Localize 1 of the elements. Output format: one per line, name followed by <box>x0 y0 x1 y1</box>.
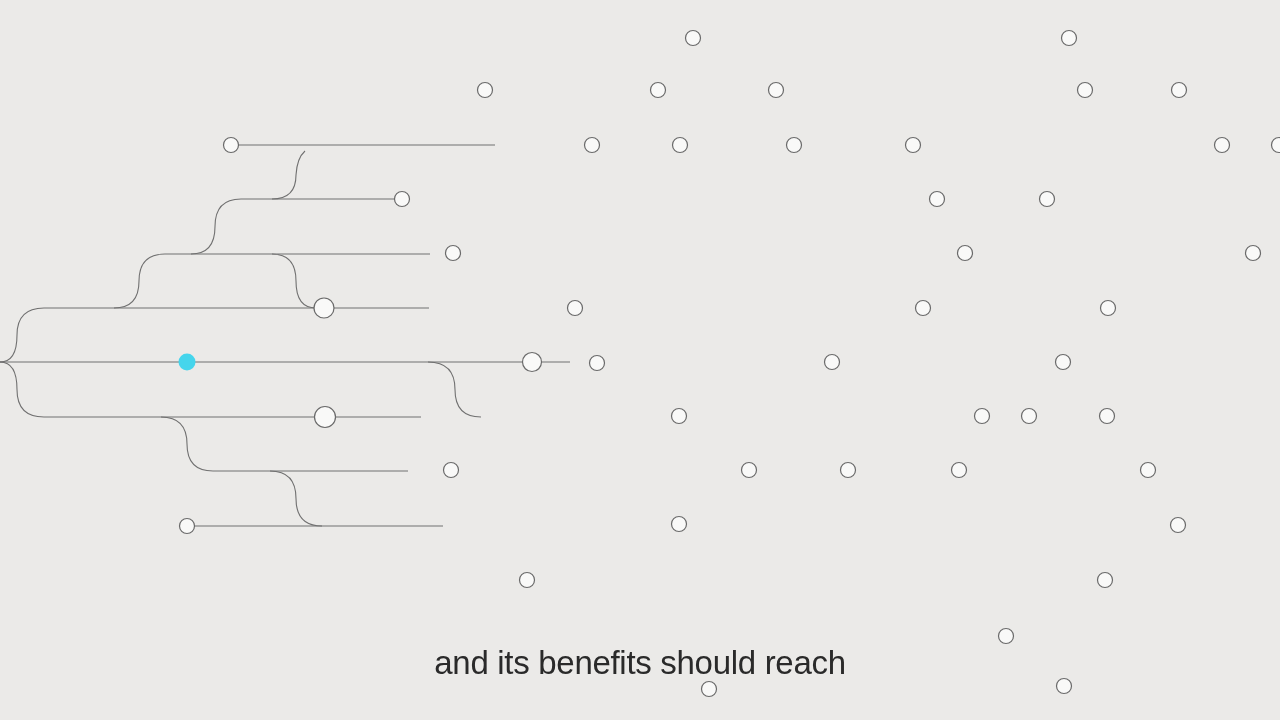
subtitle-text: and its benefits should reach <box>434 646 846 680</box>
